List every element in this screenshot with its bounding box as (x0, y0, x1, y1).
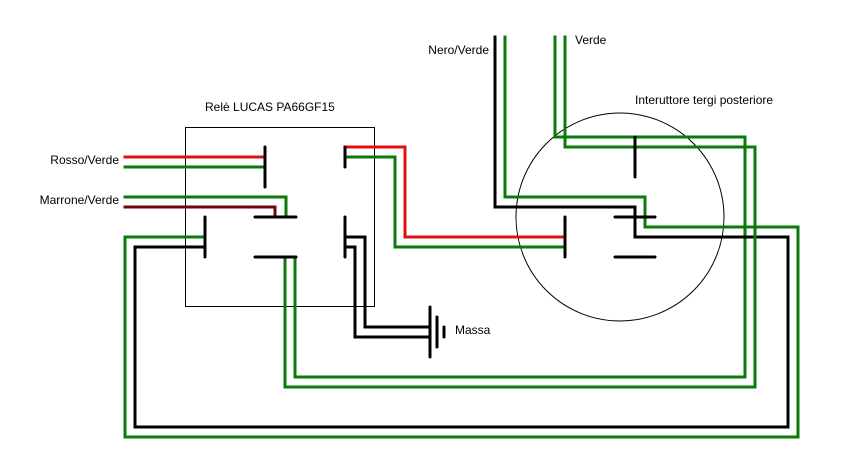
relay-label: Relè LUCAS PA66GF15 (205, 100, 335, 114)
relay-terminals (203, 145, 347, 259)
switch-body (515, 112, 725, 322)
wire-relay-86-black (133, 235, 790, 429)
wire-nero-verde-green (503, 35, 747, 229)
switch-terminals (563, 135, 657, 259)
wire-relay-87a-green-2 (293, 35, 747, 379)
wire-relay-87a-green-1 (283, 35, 757, 389)
switch-label: Interuttore tergi posteriore (635, 93, 773, 107)
nero-verde-label: Nero/Verde (428, 43, 489, 57)
relay-body (185, 127, 375, 307)
wires (123, 35, 800, 439)
wire-verde-in-2 (123, 195, 288, 219)
rosso-verde-label: Rosso/Verde (50, 153, 119, 167)
wire-marrone-in (123, 205, 277, 219)
wire-relay-out-red (343, 145, 567, 239)
wire-massa-black-2 (343, 245, 432, 339)
wire-massa-black-1 (343, 235, 432, 329)
wire-relay-out-green (343, 155, 567, 249)
verde-label: Verde (575, 33, 607, 47)
wire-nero (493, 35, 747, 239)
marrone-verde-label: Marrone/Verde (40, 193, 120, 207)
ground-symbol-icon (428, 305, 446, 359)
massa-label: Massa (455, 323, 491, 337)
wire-relay-86-green (123, 225, 800, 439)
